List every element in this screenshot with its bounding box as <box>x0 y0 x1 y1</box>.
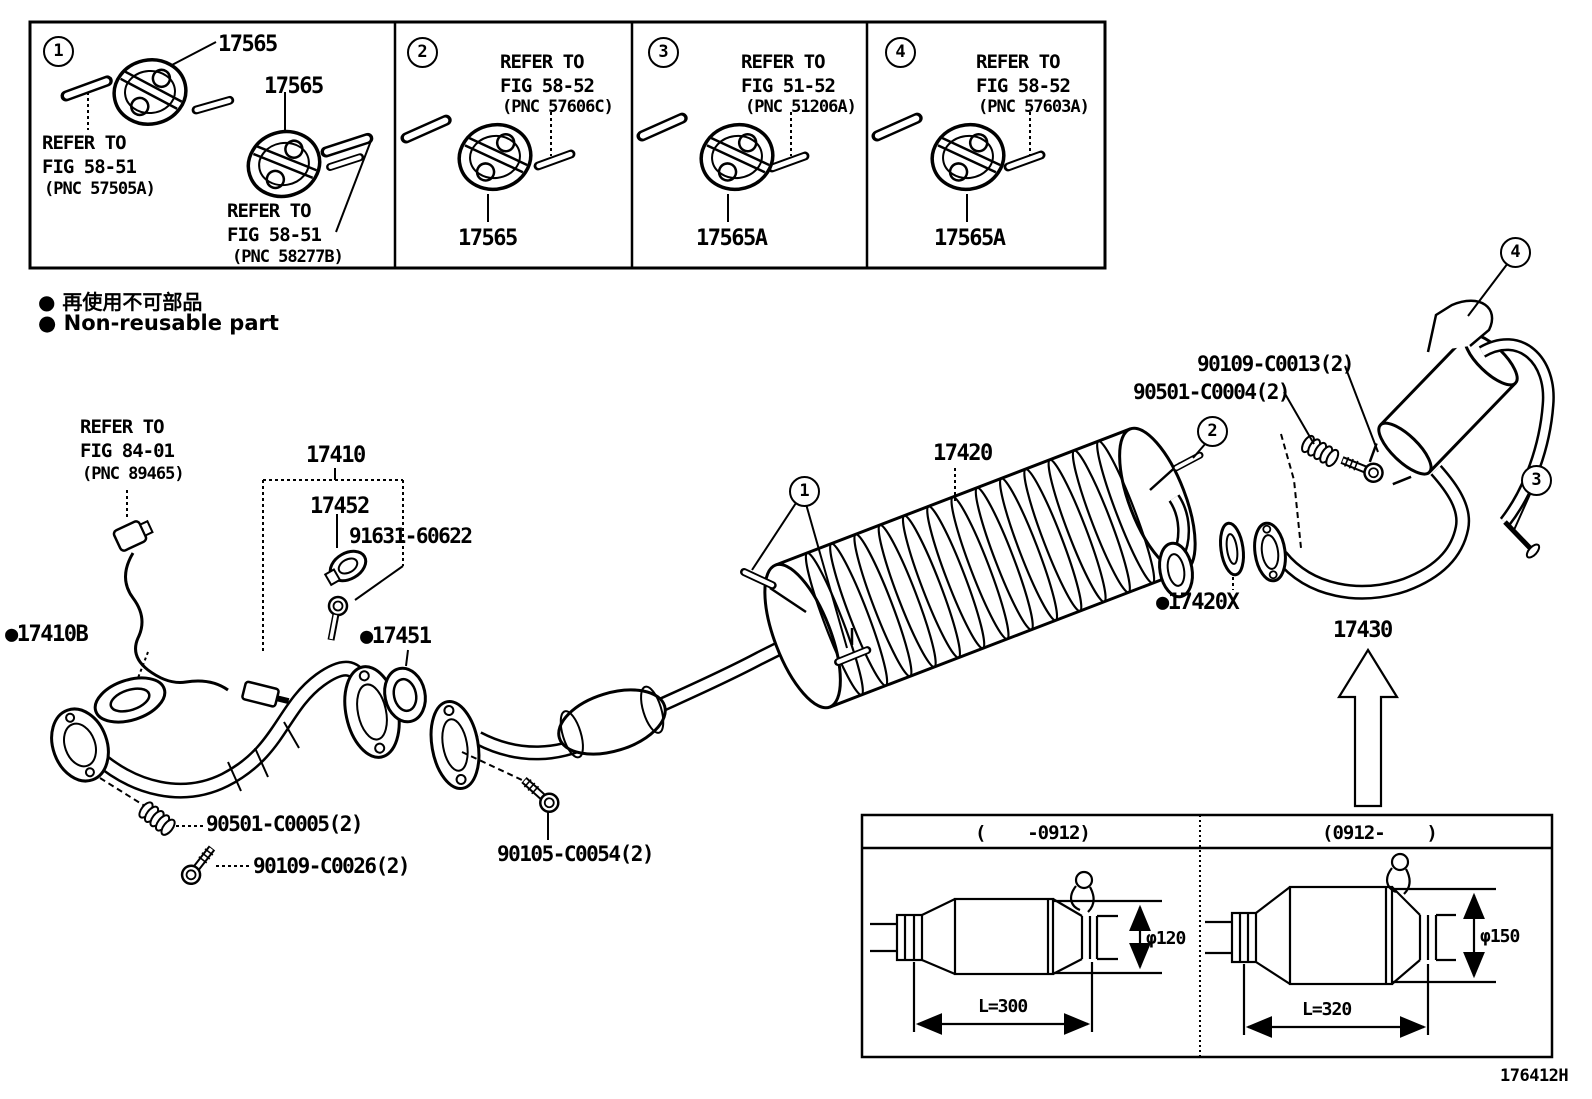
hanger-cell3-art <box>642 112 805 222</box>
panel-callout-2[interactable]: 2 <box>407 37 438 68</box>
gasket-17410B <box>93 676 167 724</box>
ref-note: REFER TO <box>741 51 826 73</box>
diagram-callout-4[interactable]: 4 <box>1500 237 1531 268</box>
dim-length-late: L=320 <box>1302 999 1352 1020</box>
table-header-late: (0912- ) <box>1322 822 1438 844</box>
part-label-17420X[interactable]: ●17420X <box>1156 590 1240 615</box>
part-label-17451[interactable]: ●17451 <box>360 624 432 649</box>
part-label-17565A[interactable]: 17565A <box>696 226 768 251</box>
diagram-callout-3[interactable]: 3 <box>1521 465 1552 496</box>
part-label-90501-C0005[interactable]: 90501-C0005(2) <box>206 812 364 836</box>
panel-callout-3[interactable]: 3 <box>648 37 679 68</box>
ref-note: REFER TO <box>976 51 1061 73</box>
ref-note: FIG 58-51 <box>227 224 322 246</box>
variant-table-frame <box>860 813 1554 1059</box>
diagram-callout-1[interactable]: 1 <box>789 476 820 507</box>
legend-non-reusable-en: ● Non-reusable part <box>38 311 279 335</box>
ref-pnc: (PNC 51206A) <box>745 97 857 117</box>
label-leaders-front <box>262 468 404 653</box>
o2-ref-pnc: (PNC 89465) <box>82 464 185 484</box>
part-label-17410B[interactable]: ●17410B <box>5 622 89 647</box>
table-header-early: ( -0912) <box>975 822 1091 844</box>
tail-joint-hardware <box>1280 262 1532 549</box>
ref-note: REFER TO <box>42 132 127 154</box>
o2-ref-note: REFER TO <box>80 416 165 438</box>
o2-ref-note: FIG 84-01 <box>80 440 175 462</box>
ref-pnc: (PNC 58277B) <box>232 247 344 267</box>
converter-early-art <box>870 870 1162 1035</box>
part-label-90109-C0026[interactable]: 90109-C0026(2) <box>253 854 411 878</box>
hanger-cell4-art <box>877 112 1041 222</box>
ref-pnc: (PNC 57606C) <box>502 97 614 117</box>
gasket-17451 <box>383 666 427 724</box>
part-label-90501-C0004[interactable]: 90501-C0004(2) <box>1133 380 1291 404</box>
ref-note: FIG 58-52 <box>976 75 1071 97</box>
dim-diameter-late: φ150 <box>1480 926 1520 947</box>
hanger-panel-frame <box>28 20 1107 270</box>
ref-note: REFER TO <box>227 200 312 222</box>
ref-note: FIG 51-52 <box>741 75 836 97</box>
tailpipe-17430 <box>1253 299 1555 600</box>
panel-callout-1[interactable]: 1 <box>43 36 74 67</box>
front-joint-hardware <box>99 777 250 887</box>
hanger-cell2-art <box>406 112 571 222</box>
ref-note: FIG 58-52 <box>500 75 595 97</box>
part-label-91631-60622[interactable]: 91631-60622 <box>349 524 473 548</box>
legend-non-reusable-jp: ● 再使用不可部品 <box>38 290 203 314</box>
part-label-17420[interactable]: 17420 <box>933 441 993 466</box>
clamp-17452 <box>323 549 368 587</box>
center-joint-hardware <box>461 751 562 840</box>
part-label-17565-a[interactable]: 17565 <box>218 32 278 57</box>
converter-late-art <box>1205 852 1496 1038</box>
panel-callout-4[interactable]: 4 <box>885 37 916 68</box>
center-pipe-17420 <box>429 426 1211 791</box>
part-label-17565-b[interactable]: 17565 <box>264 74 324 99</box>
ref-pnc: (PNC 57603A) <box>978 97 1090 117</box>
dim-length-early: L=300 <box>978 996 1028 1017</box>
leader-17410B <box>137 651 149 679</box>
part-label-17410[interactable]: 17410 <box>306 443 366 468</box>
ref-pnc: (PNC 57505A) <box>44 179 156 199</box>
ref-note: FIG 58-51 <box>42 156 137 178</box>
up-arrow <box>1337 647 1399 808</box>
dim-diameter-early: φ120 <box>1146 928 1186 949</box>
bolt-91631 <box>327 595 349 641</box>
callout-leaders-12 <box>751 442 1207 649</box>
ref-note: REFER TO <box>500 51 585 73</box>
part-label-90105-C0054[interactable]: 90105-C0054(2) <box>497 842 655 866</box>
part-label-17430[interactable]: 17430 <box>1333 618 1393 643</box>
diagram-callout-2[interactable]: 2 <box>1197 416 1228 447</box>
part-label-17565[interactable]: 17565 <box>458 226 518 251</box>
part-label-17452[interactable]: 17452 <box>310 494 370 519</box>
part-label-17565A[interactable]: 17565A <box>934 226 1006 251</box>
leader-17451 <box>405 649 409 667</box>
oxygen-sensor <box>112 490 290 708</box>
part-label-90109-C0013[interactable]: 90109-C0013(2) <box>1197 352 1355 376</box>
front-pipe-17410 <box>50 660 401 799</box>
hanger-cell1-art <box>66 41 372 233</box>
gasket-17420X <box>1219 521 1245 577</box>
figure-code: 176412H <box>1500 1066 1569 1086</box>
